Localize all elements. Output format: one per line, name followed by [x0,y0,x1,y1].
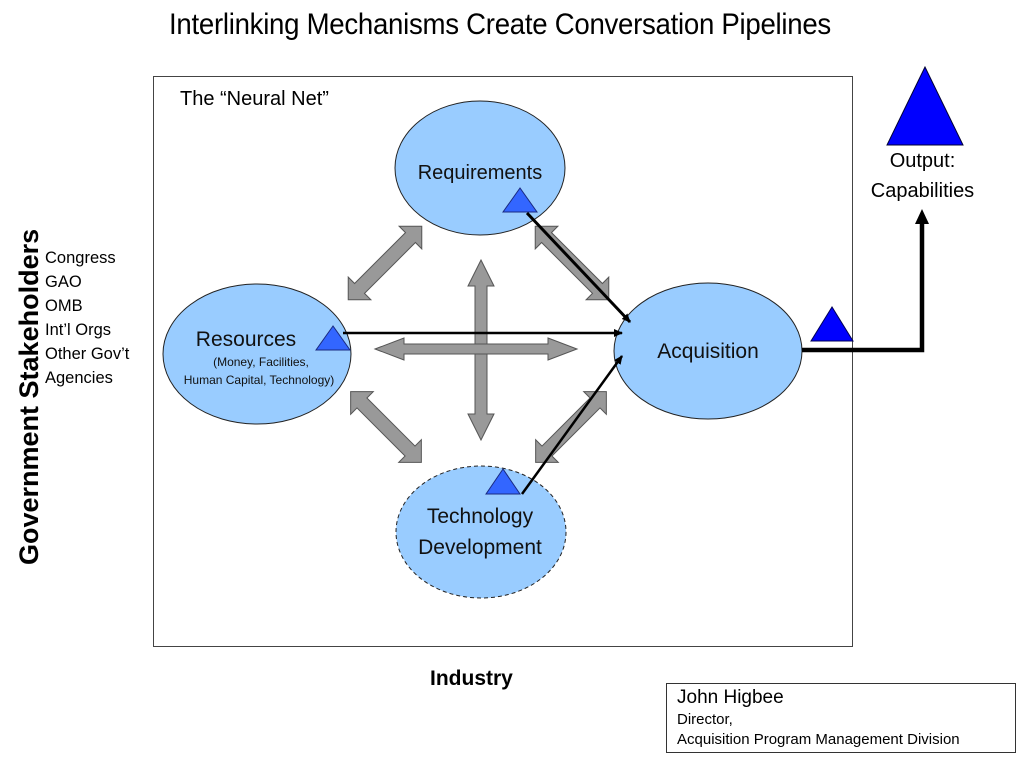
stakeholder-item: Other Gov’t [45,345,130,363]
output-arrowhead-icon [915,209,929,224]
output-line-2: Capabilities [870,180,975,202]
technology-development-node [395,465,567,599]
industry-label: Industry [430,667,513,690]
stakeholder-item: OMB [45,297,83,315]
technology-label-2: Development [418,536,542,559]
technology-label-1: Technology [427,505,534,528]
acquisition-label: Acquisition [657,340,759,363]
acquisition-output-triangle-icon [810,306,854,342]
resources-sublabel-1: (Money, Facilities, [213,355,309,369]
neural-net-label: The “Neural Net” [180,88,329,110]
double-arrow-resources-requirements [347,225,423,301]
capabilities-triangle-icon [886,65,964,146]
author-box: John Higbee Director, Acquisition Progra… [666,683,1016,753]
stakeholder-item: Congress [45,249,116,267]
resources-label: Resources [196,328,296,351]
stakeholder-item: GAO [45,273,82,291]
gray-arrows [347,225,610,463]
technology-triangle-icon [485,468,521,495]
stakeholder-item: Agencies [45,369,113,387]
resources-node [162,283,352,425]
resources-triangle-icon [315,325,351,351]
requirements-to-acquisition-arrow [525,211,632,324]
output-path-arrow [802,222,925,353]
author-role: Director, [677,711,733,728]
double-arrow-resources-technology [350,391,422,463]
output-capabilities-label: Output: Capabilities [850,146,995,206]
requirements-label: Requirements [418,162,543,184]
slide-title: Interlinking Mechanisms Create Conversat… [169,8,831,41]
technology-to-acquisition-arrow [520,355,624,495]
requirements-triangle-icon [502,187,538,213]
author-name: John Higbee [677,687,784,708]
stakeholder-item: Int’l Orgs [45,321,112,339]
neural-net-frame [153,76,853,647]
double-arrow-horizontal [373,337,579,361]
output-line-1: Output: [889,150,956,172]
stakeholder-list: Congress GAO OMB Int’l Orgs Other Gov’t … [45,246,129,390]
resources-sublabel-2: Human Capital, Technology) [184,373,335,387]
author-department: Acquisition Program Management Division [677,731,960,748]
